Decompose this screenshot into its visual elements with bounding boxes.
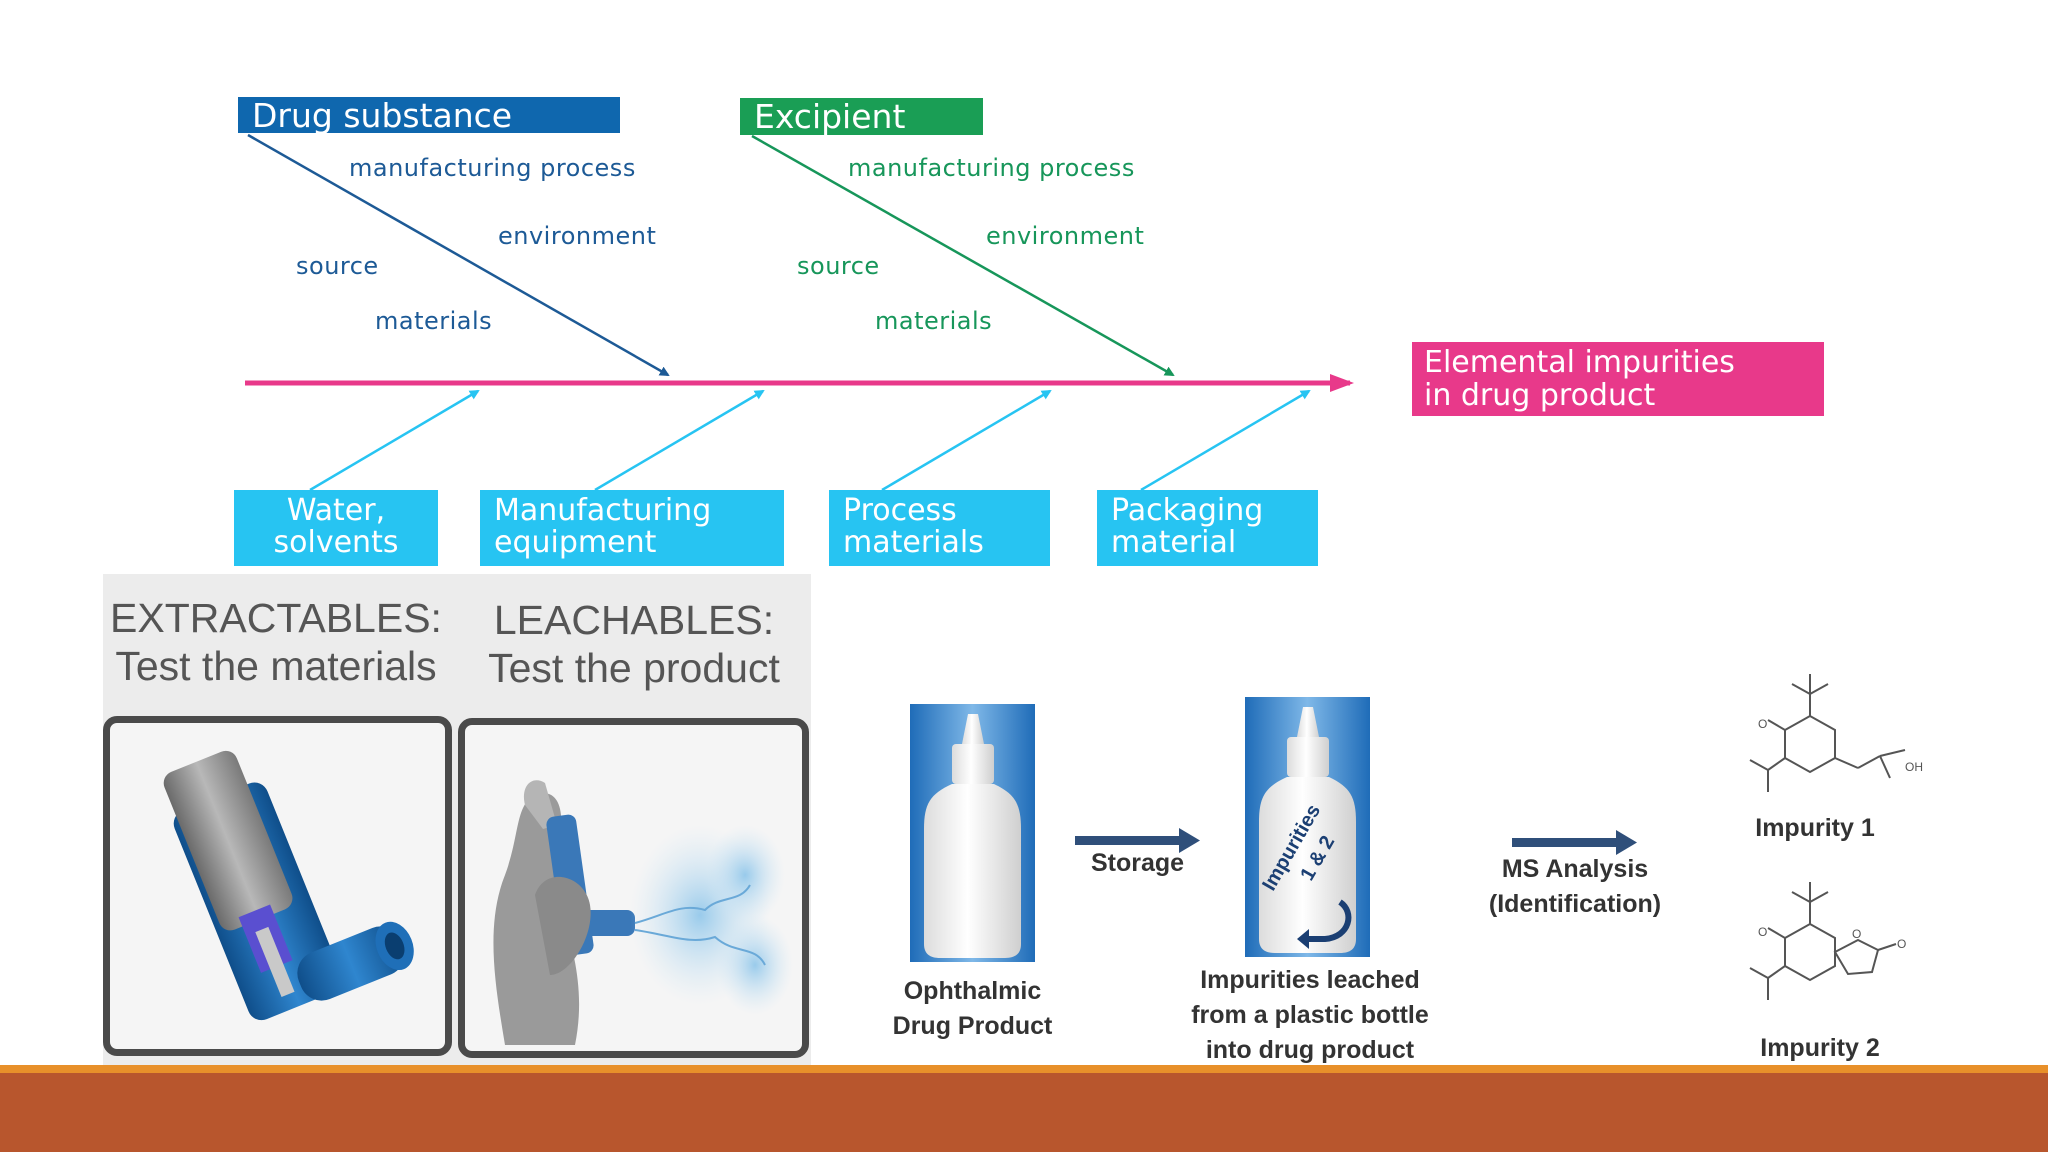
cause-box-water-solvents: Water, solvents [234,490,438,566]
extractables-leachables-panel: EXTRACTABLES: Test the materials LEACHAB… [103,574,811,1066]
impurity-1-label: Impurity 1 [1755,814,1875,842]
excipient-materials-label: materials [875,307,993,335]
cause-box-manufacturing-equipment: Manufacturing equipment [480,490,784,566]
bottle-icon [910,704,1035,962]
cause-arrow-process [881,389,1052,492]
bottle-with-impurities-icon: Impurities 1 & 2 [1245,697,1370,957]
fishbone-lines [245,133,1354,492]
effect-line2: in drug product [1424,378,1656,413]
excipient-environment-label: environment [986,222,1145,250]
impurity-1-oh-label: OH [1905,760,1923,774]
excipient-source-label: source [797,252,880,280]
cause-arrow-packaging [1140,389,1311,492]
cause-line1: Packaging [1111,493,1264,528]
effect-box: Elemental impurities in drug product [1412,342,1824,416]
storage-arrow [1075,828,1200,853]
cause-line2: materials [843,525,984,560]
cause-arrow-equipment [594,389,765,492]
drug-substance-header: Drug substance [238,97,620,135]
drug-substance-source-label: source [296,252,379,280]
effect-line1: Elemental impurities [1424,345,1735,380]
drug-substance-manufacturing-label: manufacturing process [349,154,636,182]
leached-caption: Impurities leached from a plastic bottle… [1160,963,1460,1068]
cause-box-process-materials: Process materials [829,490,1050,566]
leachables-title: LEACHABLES: [493,597,775,643]
cause-line1: Water, [286,493,386,528]
extractables-heading: EXTRACTABLES: Test the materials [103,594,449,690]
footer-accent-line [0,1065,2048,1073]
ms-analysis-label: MS Analysis (Identification) [1465,852,1685,922]
ophthalmic-product-caption: Ophthalmic Drug Product [860,974,1085,1044]
inhaler-cutaway-image [163,750,414,1021]
leachables-image-frame [458,718,809,1058]
storage-label: Storage [1090,849,1185,877]
impurity-2-o-label: O [1758,925,1767,939]
drug-substance-environment-label: environment [498,222,657,250]
ms-line2: (Identification) [1488,890,1662,918]
leachables-subtitle: Test the product [488,645,780,691]
ophthalmic-bottle-image [910,704,1035,962]
excipient-branch [751,134,1175,377]
excipient-manufacturing-label: manufacturing process [848,154,1135,182]
leached-caption-line1: Impurities leached [1200,966,1420,994]
extractables-title: EXTRACTABLES: [110,595,442,641]
footer-bar [0,1073,2048,1152]
impurity-2-o-ring-label: O [1852,927,1861,941]
cause-line1: Process [843,493,957,528]
impurity-2-label: Impurity 2 [1760,1034,1880,1062]
hand-inhaler-spray-image [493,780,793,1045]
leached-bottle-image: Impurities 1 & 2 [1245,697,1370,957]
drug-substance-branch [247,133,670,377]
leached-caption-line3: into drug product [1205,1036,1415,1064]
cause-box-packaging-material: Packaging material [1097,490,1318,566]
excipient-header: Excipient [740,98,983,136]
leachables-heading: LEACHABLES: Test the product [458,596,810,692]
product-caption-line1: Ophthalmic [903,977,1042,1005]
impurity-2-o-carbonyl-label: O [1897,937,1906,951]
product-caption-line2: Drug Product [892,1012,1053,1040]
cause-line2: solvents [273,525,399,560]
drug-substance-materials-label: materials [375,307,493,335]
cause-line2: material [1111,525,1237,560]
impurity-1-o-label: O [1758,717,1767,731]
extractables-image-frame [103,716,452,1056]
leached-caption-line2: from a plastic bottle [1191,1001,1429,1029]
extractables-subtitle: Test the materials [115,643,437,689]
ms-analysis-arrow [1512,830,1637,855]
impurity-2-structure: O O O [1749,882,1906,1000]
cause-arrow-water [309,389,480,492]
cause-line2: equipment [494,525,657,560]
impurity-1-structure: O OH [1749,674,1923,792]
ms-line1: MS Analysis [1501,855,1649,883]
cause-line1: Manufacturing [494,493,712,528]
